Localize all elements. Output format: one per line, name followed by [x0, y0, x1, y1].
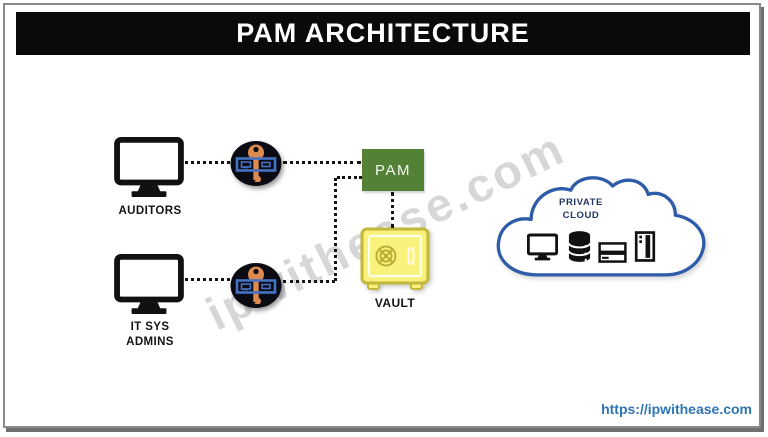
- private-cloud: PRIVATE CLOUD: [483, 173, 713, 291]
- auditors-workstation: [114, 137, 184, 202]
- tower-server-icon: [634, 231, 656, 262]
- rack-server-icon: [598, 242, 627, 263]
- credential-key-admins: [229, 262, 283, 314]
- vault-node: [360, 227, 430, 296]
- connector-admins-to-key: [185, 278, 230, 281]
- footer-site-link[interactable]: https://ipwithease.com: [601, 401, 752, 417]
- connector-pam-to-vault: [391, 192, 394, 228]
- safe-vault-icon: [360, 227, 430, 290]
- monitor-icon: [527, 233, 558, 261]
- cloud-icon: [496, 176, 706, 277]
- connector-key-to-pam: [283, 161, 361, 164]
- connector-elbow-to-pam: [337, 176, 362, 179]
- monitor-icon: [114, 137, 184, 197]
- credential-key-auditors: [229, 140, 283, 192]
- database-icon: [567, 231, 592, 262]
- key-credential-icon: [230, 141, 282, 186]
- title-bar: PAM ARCHITECTURE: [16, 12, 750, 55]
- private-cloud-label: PRIVATE CLOUD: [559, 197, 603, 221]
- vault-label: VAULT: [374, 296, 416, 310]
- monitor-icon: [114, 254, 184, 314]
- connector-elbow-vertical: [334, 178, 337, 281]
- key-credential-icon: [230, 263, 282, 308]
- connector-auditors-to-key: [185, 161, 230, 164]
- it-admins-workstation: [114, 254, 184, 319]
- pam-box: PAM: [362, 149, 424, 191]
- connector-key-to-elbow: [283, 280, 335, 283]
- page-title: PAM ARCHITECTURE: [236, 18, 530, 48]
- it-admins-label: IT SYS ADMINS: [126, 321, 174, 348]
- auditors-label: AUDITORS: [118, 205, 182, 217]
